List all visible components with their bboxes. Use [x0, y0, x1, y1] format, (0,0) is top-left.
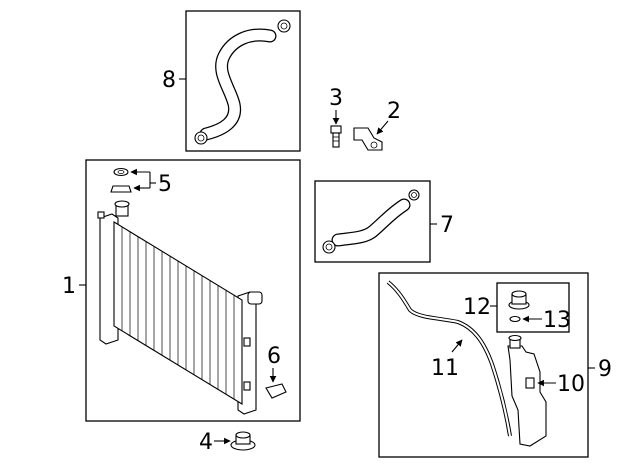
reservoir-cap-box — [496, 282, 570, 333]
drain-plug-icon — [265, 383, 287, 399]
reservoir-cap-icon — [508, 290, 530, 310]
callout-4: 4 — [199, 430, 213, 455]
callout-11: 11 — [431, 356, 459, 381]
cap-seal-group: 5 — [110, 167, 172, 197]
callout-3: 3 — [329, 86, 343, 111]
lower-cap-group: 4 — [199, 430, 256, 455]
reservoir-neck-top — [508, 334, 522, 342]
cap-icon — [110, 185, 132, 193]
reservoir-box — [378, 272, 589, 458]
callout-6: 6 — [267, 344, 281, 369]
radiator-group: 1 — [62, 159, 301, 422]
radiator-mount-2 — [243, 337, 251, 347]
bolt-group: 3 — [329, 86, 343, 148]
radiator-cap-icon — [230, 431, 256, 451]
radiator-mount-3 — [243, 381, 251, 391]
upper-hose-clamp-bottom — [194, 131, 208, 145]
seal-ring-icon — [113, 167, 129, 177]
callout-5: 5 — [158, 172, 172, 197]
upper-hose-group: 8 — [162, 10, 301, 152]
lower-hose-box — [314, 180, 431, 263]
drain-plug-group: 6 — [265, 344, 287, 399]
reservoir-bracket — [525, 377, 535, 389]
callout-12: 12 — [463, 295, 491, 320]
radiator-box — [85, 159, 301, 422]
lower-hose-clamp-left — [322, 240, 336, 254]
reservoir-group: 9 11 10 12 13 — [378, 272, 612, 458]
callout-8: 8 — [162, 68, 176, 93]
callout-10: 10 — [557, 372, 585, 397]
callout-1: 1 — [62, 274, 76, 299]
radiator-outlet — [247, 291, 263, 305]
lower-hose-group: 7 — [314, 180, 454, 263]
leader-2 — [376, 120, 389, 135]
upper-hose-clamp-top — [277, 19, 291, 33]
lower-hose-inner — [332, 199, 410, 246]
reservoir-tank — [507, 345, 547, 447]
upper-hose-inner — [200, 29, 276, 140]
callout-7: 7 — [440, 213, 454, 238]
radiator-core-fins — [121, 227, 235, 399]
bracket-icon — [353, 127, 383, 151]
callout-9: 9 — [598, 357, 612, 382]
callout-13: 13 — [543, 308, 571, 333]
callout-2: 2 — [387, 99, 401, 124]
lower-hose-clamp-right — [408, 189, 420, 201]
reservoir-gasket-icon — [509, 315, 521, 323]
leader-11 — [451, 339, 463, 353]
radiator-mount-1 — [97, 211, 105, 219]
overflow-hose-inner — [387, 281, 511, 437]
bracket-group: 2 — [353, 99, 401, 151]
bolt-icon — [330, 125, 342, 148]
upper-hose-box — [185, 10, 301, 152]
radiator-filler-top — [114, 200, 130, 208]
